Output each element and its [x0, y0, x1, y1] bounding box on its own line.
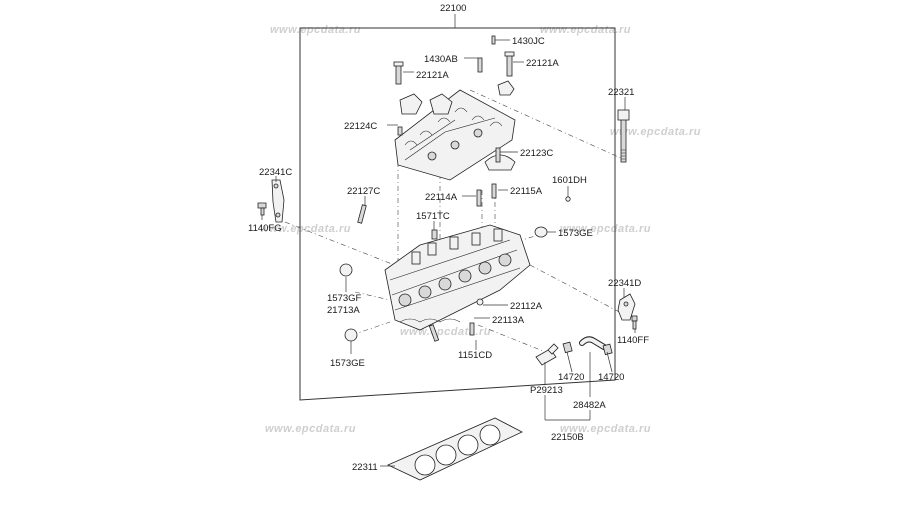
bracket-22341d — [617, 293, 638, 330]
label-22124c: 22124C — [344, 121, 377, 132]
watermark-layer: www.epcdata.ru www.epcdata.ru www.epcdat… — [260, 24, 701, 435]
label-1140ff: 1140FF — [617, 335, 649, 346]
label-22113a: 22113A — [492, 315, 525, 326]
label-1430jc: 1430JC — [512, 36, 545, 47]
label-22127c: 22127C — [347, 186, 380, 197]
label-22121a-left: 22121A — [416, 70, 449, 81]
part-labels: 22100 1430JC 1430AB 22121A 22121A 22321 … — [248, 3, 649, 473]
label-14720-right: 14720 — [598, 372, 624, 383]
label-1430ab: 1430AB — [424, 54, 458, 65]
label-p29213: P29213 — [530, 385, 563, 396]
cylinder-head-block — [384, 224, 531, 331]
assembly-frame — [299, 27, 616, 401]
bracket-22341c — [257, 179, 285, 223]
label-22150b: 22150B — [551, 432, 584, 443]
camshaft-carrier — [394, 89, 516, 181]
watermark-5: www.epcdata.ru — [560, 223, 651, 235]
label-22100: 22100 — [440, 3, 466, 14]
label-1573gf: 1573GF — [327, 293, 362, 304]
watermark-7: www.epcdata.ru — [265, 423, 356, 435]
label-22121a-right: 22121A — [526, 58, 559, 69]
watermark-4: www.epcdata.ru — [260, 223, 351, 235]
label-1571tc: 1571TC — [416, 211, 450, 222]
watermark-1: www.epcdata.ru — [270, 24, 361, 36]
label-22115a: 22115A — [510, 186, 543, 197]
label-1151cd: 1151CD — [458, 350, 492, 361]
label-22311: 22311 — [352, 462, 378, 473]
label-1140fg: 1140FG — [248, 223, 282, 234]
head-gasket — [387, 417, 523, 481]
bolts — [357, 35, 630, 342]
label-22321: 22321 — [608, 87, 634, 98]
watermark-8: www.epcdata.ru — [560, 423, 651, 435]
label-1601dh: 1601DH — [552, 175, 587, 186]
label-22341d: 22341D — [608, 278, 641, 289]
label-1573ge-right: 1573GE — [558, 228, 593, 239]
leader-lines — [261, 39, 636, 467]
plugs — [339, 226, 548, 342]
watermark-2: www.epcdata.ru — [540, 24, 631, 36]
label-14720-left: 14720 — [558, 372, 584, 383]
label-22114a: 22114A — [425, 192, 458, 203]
hose-assembly — [535, 336, 613, 366]
label-21713a: 21713A — [327, 305, 360, 316]
watermark-3: www.epcdata.ru — [610, 126, 701, 138]
label-22341c: 22341C — [259, 167, 292, 178]
bearing-caps — [399, 80, 516, 171]
label-22112a: 22112A — [510, 301, 543, 312]
label-22123c: 22123C — [520, 148, 553, 159]
label-28482a: 28482A — [573, 400, 606, 411]
label-1573ge-left: 1573GE — [330, 358, 365, 369]
